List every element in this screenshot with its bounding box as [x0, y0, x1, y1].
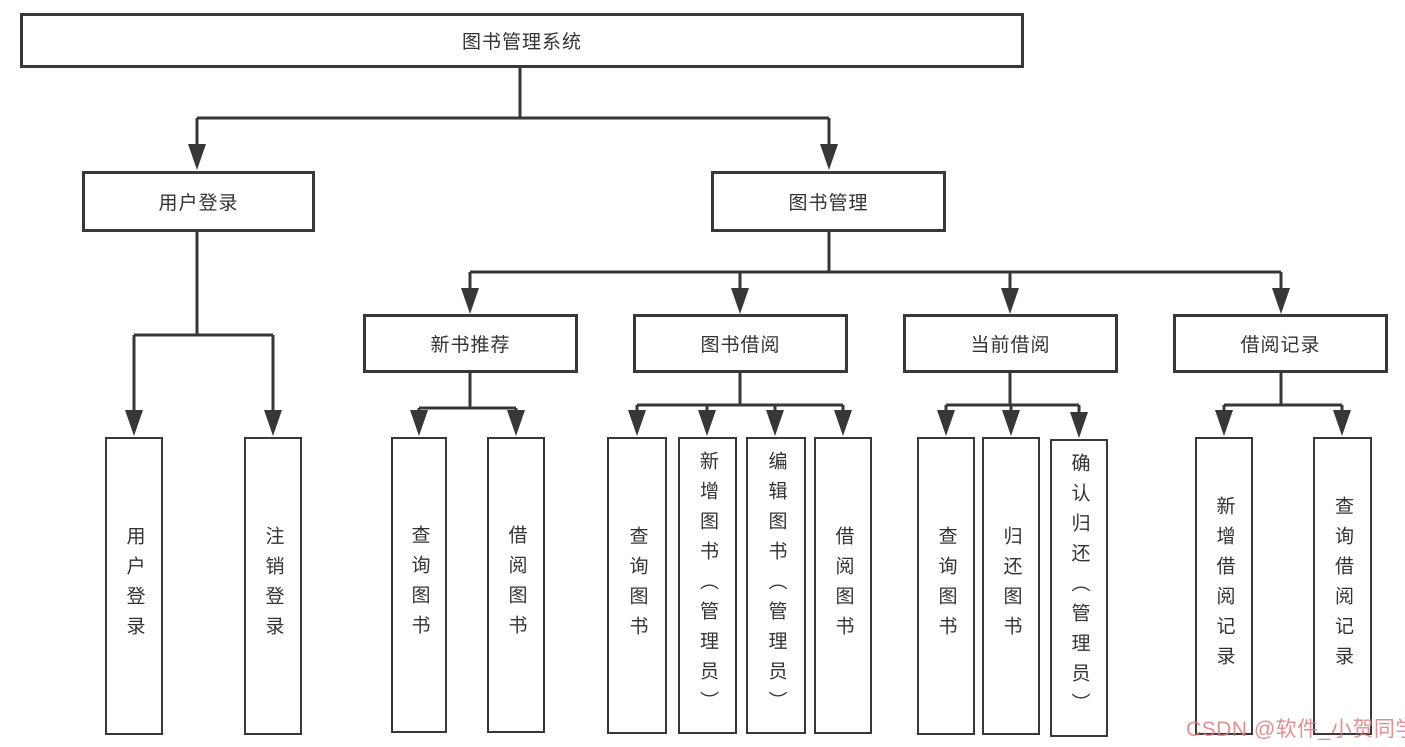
node-borrow-books-recommend-label: 借阅图书 — [505, 525, 527, 645]
arrowhead — [125, 410, 143, 436]
node-book-borrow: 图书借阅 — [633, 314, 848, 373]
node-query-borrow-record-label: 查询借阅记录 — [1332, 496, 1353, 676]
node-query-books-current: 查询图书 — [917, 437, 975, 735]
arrowhead — [188, 144, 206, 170]
node-user-login: 用户登录 — [82, 171, 315, 232]
arrowhead — [1215, 410, 1233, 436]
edge-new-book-recommend-children — [417, 373, 518, 414]
node-book-borrow-label: 图书借阅 — [700, 335, 781, 356]
node-edit-books-admin: 编辑图书（管理员） — [746, 437, 806, 734]
arrowhead — [410, 410, 428, 436]
node-query-books-borrow-label: 查询图书 — [626, 525, 648, 646]
arrowhead — [731, 288, 749, 314]
node-add-borrow-record: 新增借阅记录 — [1195, 437, 1253, 735]
arrowhead — [1070, 412, 1088, 438]
arrowhead — [461, 288, 479, 314]
node-edit-books-admin-label: 编辑图书（管理员） — [765, 450, 787, 721]
arrowhead — [1333, 410, 1351, 436]
node-add-borrow-record-label: 新增借阅记录 — [1213, 496, 1235, 676]
node-user-login-label: 用户登录 — [158, 193, 239, 214]
arrowhead — [937, 410, 955, 436]
edge-user-login-children — [132, 232, 275, 414]
node-logout-action-label: 注销登录 — [262, 526, 284, 646]
node-borrow-books-label: 借阅图书 — [832, 525, 854, 646]
arrowhead — [1002, 410, 1020, 436]
arrowhead — [698, 410, 716, 436]
edge-borrow-records-children — [1222, 373, 1344, 414]
arrowhead — [264, 410, 282, 436]
node-current-borrow: 当前借阅 — [903, 314, 1118, 373]
node-add-books-admin: 新增图书（管理员） — [678, 437, 737, 734]
node-book-management: 图书管理 — [711, 171, 946, 232]
node-new-book-recommend: 新书推荐 — [363, 314, 578, 373]
node-library-system: 图书管理系统 — [20, 13, 1024, 68]
node-borrow-records-label: 借阅记录 — [1240, 335, 1321, 356]
arrowhead — [834, 410, 852, 436]
arrowhead — [507, 410, 525, 436]
node-library-system-label: 图书管理系统 — [461, 32, 582, 53]
edge-book-management-children — [468, 232, 1283, 292]
arrowhead — [766, 410, 784, 436]
node-new-book-recommend-label: 新书推荐 — [430, 335, 511, 356]
node-user-login-action: 用户登录 — [105, 437, 163, 735]
arrowhead — [1001, 288, 1019, 314]
node-return-books: 归还图书 — [982, 437, 1040, 735]
node-logout-action: 注销登录 — [244, 437, 302, 735]
node-borrow-books-recommend: 借阅图书 — [487, 437, 545, 733]
node-query-books-recommend: 查询图书 — [391, 437, 447, 733]
edge-book-borrow-children — [635, 373, 845, 414]
node-user-login-action-label: 用户登录 — [123, 526, 145, 646]
node-query-borrow-record: 查询借阅记录 — [1313, 437, 1372, 735]
node-confirm-return-admin-label: 确认归还（管理员） — [1068, 453, 1090, 723]
node-query-books-recommend-label: 查询图书 — [408, 525, 430, 645]
node-confirm-return-admin: 确认归还（管理员） — [1050, 439, 1108, 737]
arrowhead — [628, 410, 646, 436]
edge-root-to-level1 — [195, 68, 831, 148]
node-borrow-books: 借阅图书 — [814, 437, 872, 734]
node-query-books-current-label: 查询图书 — [935, 526, 957, 646]
csdn-watermark: CSDN @软件_小贺同学 — [1186, 718, 1405, 741]
node-query-books-borrow: 查询图书 — [607, 437, 667, 734]
node-return-books-label: 归还图书 — [1000, 526, 1022, 646]
node-add-books-admin-label: 新增图书（管理员） — [697, 450, 718, 721]
node-borrow-records: 借阅记录 — [1173, 314, 1388, 373]
edge-current-borrow-children — [944, 373, 1081, 416]
node-current-borrow-label: 当前借阅 — [970, 335, 1051, 356]
arrowhead — [1272, 288, 1290, 314]
arrowhead — [820, 144, 838, 170]
node-book-management-label: 图书管理 — [788, 193, 869, 214]
